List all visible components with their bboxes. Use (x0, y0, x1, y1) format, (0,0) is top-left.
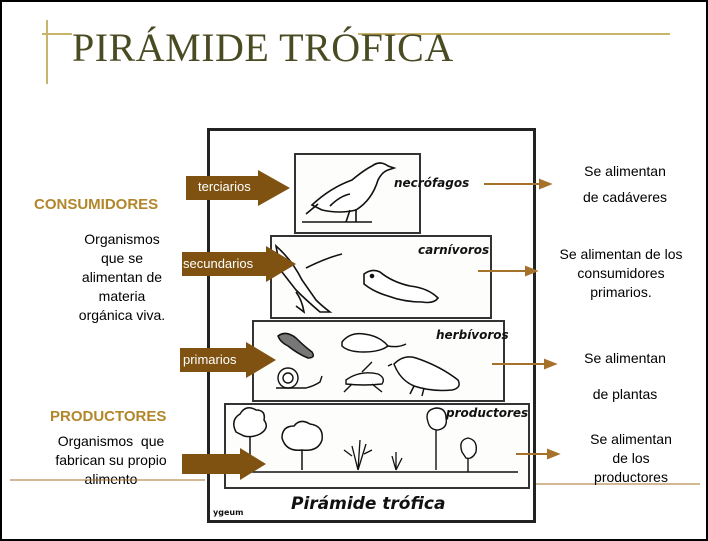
consumers-heading: CONSUMIDORES (34, 196, 159, 213)
primary-arrow (180, 342, 276, 378)
carnivores-desc-line: primarios. (590, 284, 652, 300)
pointer-arrow-icon (516, 448, 561, 460)
pointer-arrow-icon (484, 178, 553, 190)
producers-heading: PRODUCTORES (50, 408, 167, 425)
tree-icon (281, 420, 323, 470)
herbivores-description: Se alimentan de plantas (560, 340, 690, 412)
secondary-arrow-label: secundarios (183, 256, 254, 271)
necrophages-desc-line: Se alimentan (584, 163, 666, 179)
title-accent-right (358, 33, 670, 35)
pyramid-corner-text: ygeum (213, 508, 244, 517)
pyramid-tier-producers (224, 403, 530, 489)
carnivores-desc-line: Se alimentan de los (559, 246, 683, 262)
title-accent-vertical (46, 20, 48, 84)
caterpillar-icon (277, 332, 315, 359)
producers-right-description: Se alimentan de los productores (566, 430, 696, 487)
necrophages-desc-line: de cadáveres (582, 189, 668, 205)
herbivores-desc-line: de plantas (592, 386, 658, 402)
level-label-producers: productores (446, 406, 529, 420)
tertiary-arrow-label: terciarios (198, 179, 251, 194)
herbivores-desc-line: Se alimentan (584, 350, 666, 366)
pyramid-base-label: Pirámide trófica (291, 494, 446, 514)
slide-title: PIRÁMIDE TRÓFICA (72, 25, 454, 70)
vulture-icon (302, 162, 397, 223)
producers-right-desc-line: productores (594, 469, 668, 485)
title-accent-left (42, 33, 72, 35)
producers-desc-line: Organismos que (57, 433, 165, 449)
consumers-desc-line: que se (100, 250, 144, 266)
consumers-desc-line: alimentan de (81, 269, 163, 285)
carnivores-description: Se alimentan de los consumidores primari… (538, 245, 704, 302)
producers-desc-line: alimento (84, 471, 138, 487)
pointer-arrow-icon (478, 265, 539, 277)
snail-icon (276, 367, 323, 389)
plant-icon (391, 452, 403, 471)
level-label-herbivores: herbívoros (436, 328, 509, 342)
producers-desc-line: fabrican su propio (55, 452, 167, 468)
primary-arrow-label: primarios (183, 352, 237, 367)
bird-of-prey-icon (274, 243, 343, 314)
tertiary-arrow (186, 170, 290, 206)
consumers-description: Organismos que se alimentan de materia o… (52, 230, 192, 325)
consumers-desc-line: materia (98, 288, 146, 304)
consumers-desc-line: orgánica viva. (78, 307, 166, 323)
level-label-necrophages: necrófagos (394, 176, 470, 190)
sparrow-icon (387, 356, 460, 397)
producers-arrow (182, 448, 266, 480)
producers-right-desc-line: Se alimentan (590, 431, 672, 447)
plant-icon (343, 439, 373, 471)
necrophages-description: Se alimentan de cadáveres (560, 158, 690, 210)
consumers-desc-line: Organismos (84, 231, 160, 247)
secondary-arrow (182, 246, 296, 282)
grasshopper-icon (343, 361, 385, 393)
producers-description: Organismos que fabrican su propio alimen… (26, 432, 196, 489)
pointer-arrow-icon (492, 358, 558, 370)
producers-right-desc-line: de los (612, 450, 650, 466)
carnivores-desc-line: consumidores (577, 265, 665, 281)
mouse-icon (341, 332, 407, 353)
tree-icon (426, 407, 478, 472)
weasel-icon (363, 269, 440, 304)
level-label-carnivores: carnívoros (418, 243, 490, 257)
